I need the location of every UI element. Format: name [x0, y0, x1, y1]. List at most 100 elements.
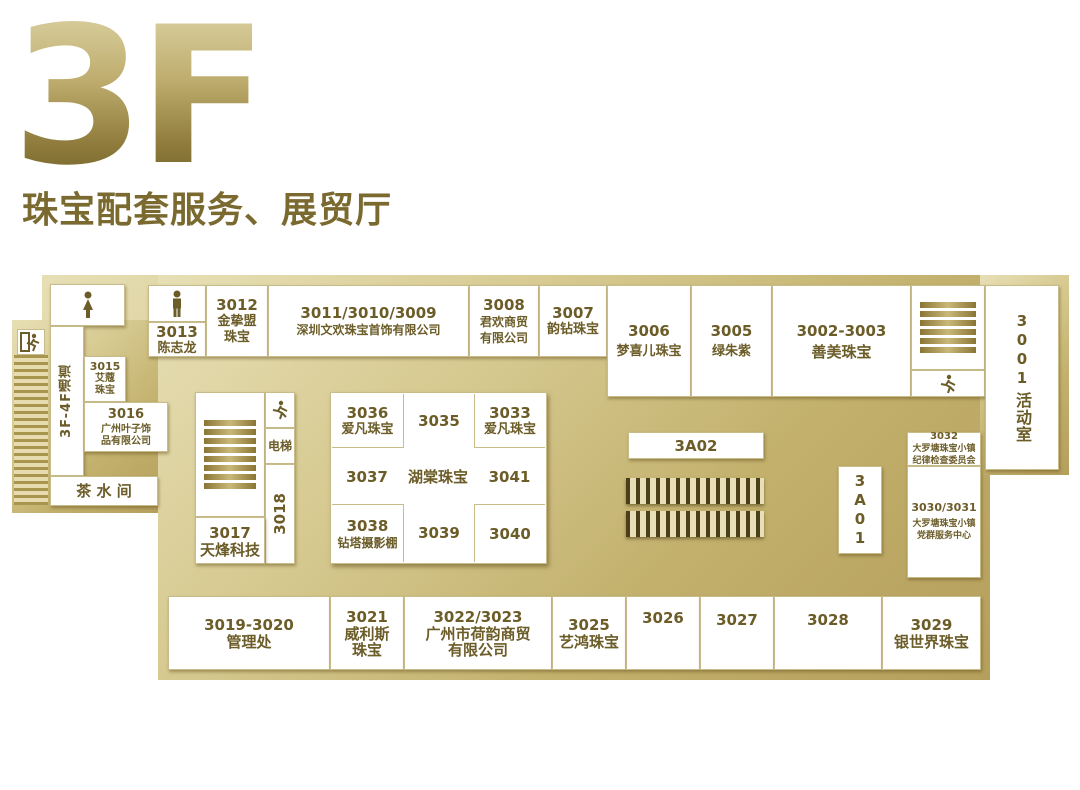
shop-number: 3029: [910, 616, 953, 634]
shop-number: 3021: [346, 608, 388, 626]
passage-label: 3F-4F通道: [59, 364, 74, 438]
shop-name: 韵钻珠宝: [546, 322, 599, 337]
shop-name: 善美珠宝: [811, 343, 872, 361]
shop-3028[interactable]: 3028: [774, 596, 882, 670]
hutang-jewelry[interactable]: 湖棠珠宝: [402, 452, 474, 502]
shop-3008[interactable]: 3008 君欢商贸 有限公司: [469, 285, 539, 357]
office-3030-3031[interactable]: 3030/3031 大罗塘珠宝小镇 党群服务中心: [907, 466, 981, 578]
shop-number: 3008: [483, 296, 525, 314]
female-toilet-icon: [82, 291, 93, 318]
escalator-icon: [626, 478, 764, 504]
shop-3035[interactable]: 3035: [404, 394, 474, 448]
shop-name: 天烽科技: [199, 540, 260, 559]
shop-3018[interactable]: 3018: [265, 464, 295, 564]
office-3032[interactable]: 3032 大罗塘珠宝小镇 纪律检查委员会: [907, 431, 981, 466]
shop-name: 珠宝: [95, 385, 115, 396]
shop-3040[interactable]: 3040: [474, 504, 545, 562]
male-toilet-icon: [173, 290, 181, 317]
elevator[interactable]: 电梯: [265, 428, 295, 464]
shop-name: 品有限公司: [101, 436, 151, 447]
stairs-icon: [14, 355, 48, 505]
shop-name: 纪律检查委员会: [912, 456, 976, 466]
shop-3001[interactable]: 3001 活动室: [985, 285, 1059, 470]
shop-3002-3003[interactable]: 3002-3003 善美珠宝: [772, 285, 911, 397]
shop-3036[interactable]: 3036 爱凡珠宝: [332, 394, 404, 448]
booth-3a01[interactable]: 3A01: [838, 466, 882, 554]
shop-3041[interactable]: 3041: [474, 452, 545, 502]
shop-name: 大罗塘珠宝小镇: [912, 444, 976, 454]
shop-number: 3006: [628, 322, 670, 340]
shop-number: 3019-3020: [204, 616, 294, 634]
shop-name: 绿朱紫: [711, 344, 751, 359]
stairs-3017: [195, 392, 265, 517]
shop-number: 3012: [216, 296, 258, 314]
shop-3027[interactable]: 3027: [700, 596, 774, 670]
tea-room[interactable]: 茶 水 间: [50, 476, 158, 506]
shop-3025[interactable]: 3025 艺鸿珠宝: [552, 596, 626, 670]
shop-number: 3A01: [851, 472, 869, 548]
stairs-icon: [916, 299, 980, 356]
shop-3016[interactable]: 3016 广州叶子饰 品有限公司: [84, 402, 168, 452]
female-toilet[interactable]: [50, 284, 125, 326]
shop-3007[interactable]: 3007 韵钻珠宝: [539, 285, 607, 357]
shop-3012[interactable]: 3012 金挚盟 珠宝: [206, 285, 268, 357]
booth-3a02[interactable]: 3A02: [628, 432, 764, 459]
shop-number: 3027: [716, 611, 758, 629]
shop-name: 深圳文欢珠宝首饰有限公司: [296, 323, 441, 337]
shop-number: 3038: [346, 516, 389, 535]
tea-room-label: 茶 水 间: [76, 482, 132, 500]
shop-number: 3022/3023: [433, 608, 523, 626]
shop-number: 3017: [209, 523, 251, 542]
shop-number: 3005: [710, 322, 753, 340]
shop-name: 梦喜儿珠宝: [616, 344, 682, 359]
shop-3037[interactable]: 3037: [332, 452, 402, 502]
shop-number: 3025: [568, 616, 610, 634]
shop-3026[interactable]: 3026: [626, 596, 700, 670]
shop-3013[interactable]: 3013 陈志龙: [148, 322, 206, 357]
shop-name: 大罗塘珠宝小镇: [912, 519, 976, 529]
shop-number: 3041: [488, 468, 531, 486]
stairs-icon: [200, 417, 260, 492]
passage-3f-4f[interactable]: 3F-4F通道: [50, 326, 84, 476]
male-toilet[interactable]: [148, 285, 206, 322]
shop-name: 爱凡珠宝: [341, 421, 394, 437]
shop-3021[interactable]: 3021 威利斯 珠宝: [330, 596, 404, 670]
shop-3006[interactable]: 3006 梦喜儿珠宝: [607, 285, 691, 397]
shop-number: 3039: [418, 524, 460, 542]
shop-number: 3016: [107, 407, 145, 422]
shop-name: 威利斯: [344, 625, 390, 643]
shop-3005[interactable]: 3005 绿朱紫: [691, 285, 772, 397]
shop-number: 3013: [156, 322, 198, 341]
shop-number: 3035: [418, 412, 460, 430]
shop-name: 有限公司: [447, 641, 508, 659]
shop-3038[interactable]: 3038 钻塔摄影棚: [332, 504, 404, 562]
shop-name: 君欢商贸: [479, 315, 528, 329]
shop-number: 3011/3010/3009: [300, 304, 437, 322]
emergency-exit-icon: [940, 374, 956, 393]
emergency-exit-icon: [272, 400, 288, 420]
shop-number: 3033: [489, 403, 531, 422]
shop-name: 爱凡珠宝: [483, 421, 536, 437]
shop-3011-3010-3009[interactable]: 3011/3010/3009 深圳文欢珠宝首饰有限公司: [268, 285, 469, 357]
shop-number: 3030/3031: [911, 501, 977, 514]
shop-3017[interactable]: 3017 天烽科技: [195, 517, 265, 564]
exit-3017: [265, 392, 295, 428]
escalator-icon: [626, 511, 764, 537]
shop-3029[interactable]: 3029 银世界珠宝: [882, 596, 981, 670]
shop-3015[interactable]: 3015 艾蔻 珠宝: [84, 356, 126, 402]
shop-name: 有限公司: [479, 331, 528, 345]
shop-name: 珠宝: [351, 641, 382, 659]
shop-name: 湖棠珠宝: [407, 468, 468, 486]
shop-name: 陈志龙: [157, 340, 197, 356]
shop-number: 3A02: [674, 436, 718, 455]
shop-3039[interactable]: 3039: [404, 504, 474, 562]
office-3019-3020[interactable]: 3019-3020 管理处: [168, 596, 330, 670]
shop-3033[interactable]: 3033 爱凡珠宝: [474, 394, 545, 448]
shop-name: 广州市荷韵商贸: [425, 625, 531, 643]
shop-number: 3018: [271, 493, 289, 535]
shop-name: 银世界珠宝: [893, 633, 969, 651]
shop-3022-3023[interactable]: 3022/3023 广州市荷韵商贸 有限公司: [404, 596, 552, 670]
shop-number: 3040: [489, 524, 531, 543]
shop-number: 3007: [552, 304, 594, 322]
